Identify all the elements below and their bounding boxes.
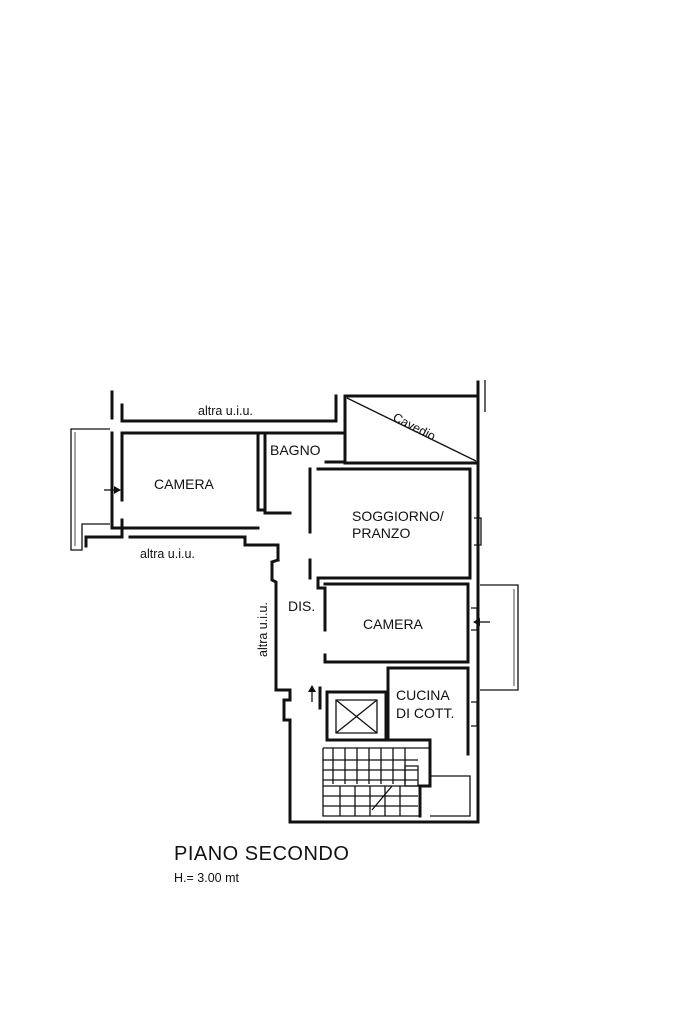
lift-shaft [325, 690, 388, 742]
room-label-camera-right: CAMERA [363, 616, 424, 632]
dis-walls [270, 558, 327, 692]
room-label-camera-left: CAMERA [154, 476, 215, 492]
neighbour-label-top: altra u.i.u. [198, 404, 253, 418]
top-boundary-wall [110, 390, 338, 423]
plan-title: PIANO SECONDO [174, 843, 350, 865]
camera-left-walls [84, 431, 347, 562]
plan-height: H.= 3.00 mt [174, 871, 239, 885]
stairwell [282, 686, 480, 824]
entry-arrow-main [308, 685, 316, 702]
cucina-walls [386, 666, 480, 762]
camera-right-walls [323, 578, 480, 692]
left-balcony [70, 428, 110, 551]
room-label-soggiorno: SOGGIORNO/ [352, 508, 444, 524]
right-balcony [480, 584, 519, 691]
neighbour-label-vertical: altra u.i.u. [256, 602, 270, 657]
room-label-cavedio: Cavedio [391, 410, 438, 443]
room-label-dis: DIS. [288, 598, 315, 614]
entry-arrow-left [104, 486, 121, 494]
neighbour-label-left: altra u.i.u. [140, 547, 195, 561]
room-label-bagno: BAGNO [270, 442, 321, 458]
room-label-pranzo: PRANZO [352, 525, 410, 541]
soggiorno-walls [308, 461, 482, 582]
entry-arrow-right [473, 618, 490, 626]
room-label-cucina: CUCINA [396, 687, 450, 703]
room-label-di-cott: DI COTT. [396, 705, 454, 721]
